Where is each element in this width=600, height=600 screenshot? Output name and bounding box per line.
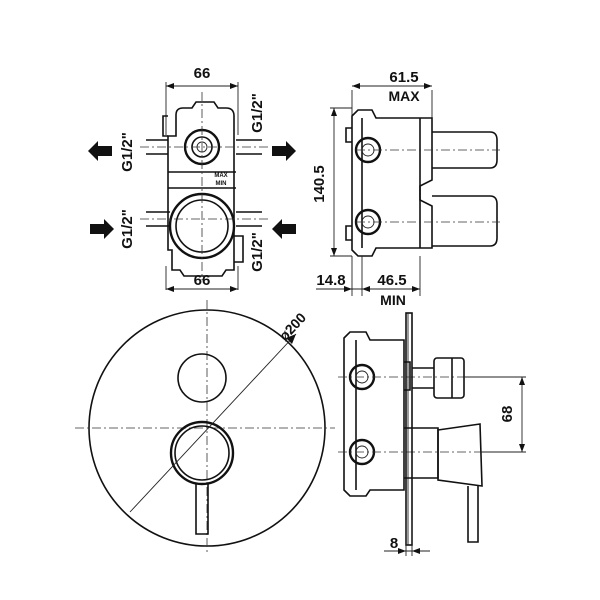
label-outlet-left-top: G1/2" — [119, 132, 136, 172]
front-view-body: 66 MAX MIN — [88, 65, 296, 292]
dim-lever-offset: 68 — [499, 406, 516, 423]
label-inlet-right-bottom: G1/2" — [249, 232, 266, 272]
side-view-body: 61.5 MAX 140.5 14.8 46.5 MI — [311, 69, 500, 308]
dim-height: 140.5 — [311, 165, 328, 203]
dim-bottom-width: 66 — [194, 272, 211, 289]
marking-max: MAX — [214, 173, 227, 179]
dim-offset-left: 14.8 — [316, 272, 345, 289]
dim-top-width: 66 — [194, 65, 211, 82]
arrow-inward-icon — [90, 219, 114, 239]
label-min: MIN — [380, 292, 406, 308]
marking-min: MIN — [216, 181, 227, 187]
label-max: MAX — [388, 88, 420, 104]
arrow-inward-icon — [272, 219, 296, 239]
arrow-outward-icon — [88, 141, 112, 161]
side-view-assembly: 68 8 — [338, 312, 526, 556]
label-outlet-right-top: G1/2" — [249, 93, 266, 133]
arrow-outward-icon — [272, 141, 296, 161]
label-inlet-left-bottom: G1/2" — [119, 209, 136, 249]
dim-max-depth: 61.5 — [389, 69, 418, 86]
dim-plate-thickness: 8 — [390, 535, 398, 552]
front-view-trim: ø200 — [75, 300, 335, 555]
dim-min-depth: 46.5 — [377, 272, 406, 289]
